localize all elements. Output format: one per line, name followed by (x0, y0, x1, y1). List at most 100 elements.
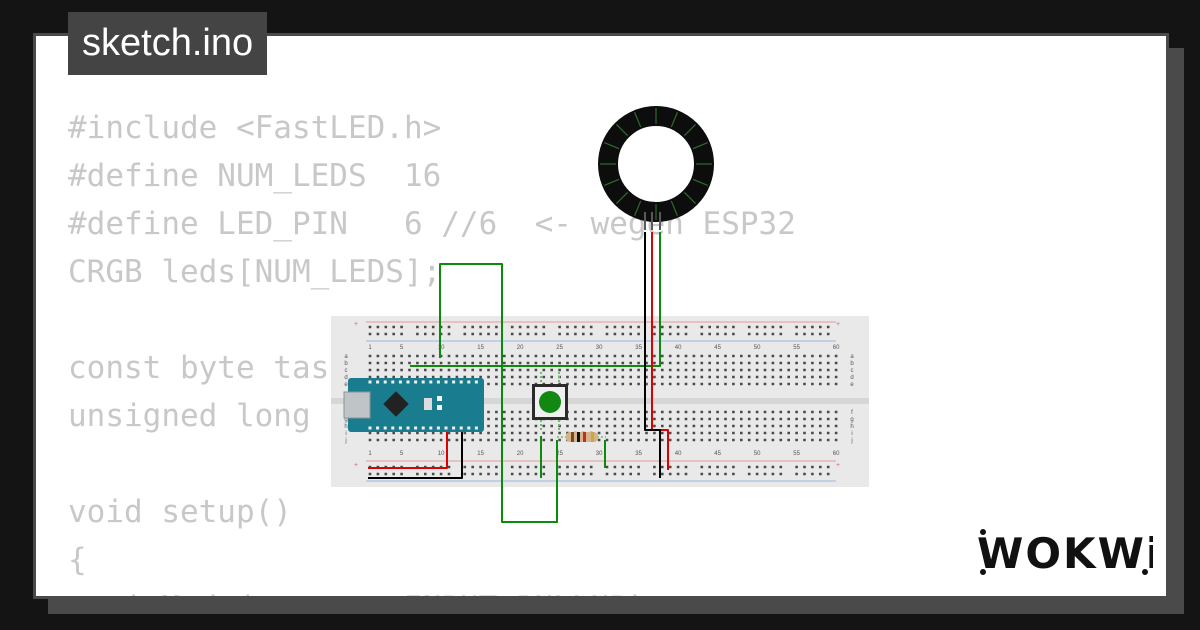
wire-black-gnd-ring[interactable] (644, 232, 661, 478)
breadboard-column-label: 15 (477, 451, 484, 457)
microcontroller-chip (383, 391, 409, 417)
breadboard-row-label: j (344, 438, 346, 444)
breadboard-column-label: 35 (635, 451, 642, 457)
breadboard-row-label: a (850, 354, 854, 360)
code-line: unsigned long (68, 398, 311, 434)
ring-led-divider (634, 112, 642, 128)
wokwi-logo[interactable]: WOKWi (975, 522, 1153, 582)
code-line: CRGB leds[NUM_LEDS]; (68, 254, 442, 290)
breadboard-row-label: i (851, 431, 852, 437)
rail-plus-label-bottom-right: + (836, 462, 840, 469)
breadboard-column-label: 15 (477, 345, 484, 351)
wokwi-logo-text: WOKWi (977, 529, 1153, 578)
rail-plus-label: + (354, 321, 358, 328)
breadboard-column-label: 30 (596, 345, 603, 351)
ring-led-divider (634, 200, 642, 216)
breadboard-column-label: 1 (368, 451, 372, 457)
rail-plus-label-bottom: + (354, 462, 358, 469)
breadboard-row-label: g (344, 417, 347, 423)
breadboard-center-channel (331, 398, 869, 404)
ring-led-divider (683, 191, 697, 205)
ring-led-divider (692, 178, 708, 186)
breadboard-column-label: 20 (517, 451, 524, 457)
breadboard-row-label: a (344, 354, 348, 360)
wire-green-data[interactable] (410, 232, 661, 367)
ring-led-divider (615, 191, 629, 205)
logo-dot-1 (980, 529, 986, 535)
wires (368, 232, 669, 523)
code-line: { (68, 542, 87, 578)
breadboard-column-label: 20 (517, 345, 524, 351)
breadboard-row-label: e (850, 382, 854, 388)
breadboard-row-label: c (851, 368, 854, 374)
reset-button[interactable] (424, 398, 432, 410)
breadboard-column-label: 55 (793, 451, 800, 457)
breadboard-row-label: h (850, 424, 853, 430)
breadboard-row-label: d (850, 375, 853, 381)
breadboard-column-label: 25 (556, 451, 563, 457)
ring-led-divider (615, 123, 629, 137)
breadboard-column-label: 50 (754, 451, 761, 457)
breadboard-row-label: e (344, 382, 348, 388)
led-ring-pixels (600, 108, 712, 220)
onboard-led-2 (437, 405, 442, 410)
arduino-nano[interactable] (343, 378, 484, 432)
wire-black-gnd[interactable] (368, 430, 463, 479)
breadboard-column-label: 60 (833, 451, 840, 457)
wire-green-button[interactable] (439, 263, 558, 523)
breadboard-row-label: h (344, 424, 347, 430)
breadboard-row-label: c (345, 368, 348, 374)
breadboard-column-label: 50 (754, 345, 761, 351)
breadboard-row-labels: aabbccddeeffgghhiijj (344, 354, 854, 444)
breadboard-column-label: 45 (714, 345, 721, 351)
logo-dot-3 (1142, 569, 1148, 575)
ring-led-divider (670, 112, 678, 128)
breadboard-column-label: 40 (675, 451, 682, 457)
breadboard-column-label: 40 (675, 345, 682, 351)
breadboard-column-label: 30 (596, 451, 603, 457)
logo-dot-2 (980, 569, 986, 575)
breadboard-column-label: 60 (833, 345, 840, 351)
code-line: #include <FastLED.h> (68, 110, 442, 146)
wire-red-5v[interactable] (368, 430, 448, 469)
breadboard-column-label: 10 (438, 451, 445, 457)
resistor-band-1 (571, 432, 574, 442)
breadboard-row-label: d (344, 375, 347, 381)
neopixel-ring[interactable] (598, 106, 714, 230)
push-button[interactable] (532, 372, 568, 432)
ring-led-divider (604, 142, 620, 150)
ring-led-divider (604, 178, 620, 186)
code-line: #define NUM_LEDS 16 (68, 158, 442, 194)
breadboard-column-label: 1 (368, 345, 372, 351)
code-line: void setup() (68, 494, 292, 530)
resistor-band-2 (577, 432, 580, 442)
breadboard-column-label: 5 (400, 451, 404, 457)
usb-connector (343, 391, 371, 419)
breadboard-column-labels: 1155101015152020252530303535404045455050… (368, 345, 840, 457)
code-listing: #include <FastLED.h>#define NUM_LEDS 16#… (68, 104, 796, 596)
onboard-led (437, 396, 442, 401)
code-line: pinMode(taster, INPUT_PULLUP); (68, 584, 796, 596)
breadboard-column-label: 5 (400, 345, 404, 351)
rail-plus-label-right: + (836, 321, 840, 328)
breadboard-row-label: f (851, 410, 853, 416)
resistor[interactable] (557, 432, 606, 442)
breadboard-row-label: j (850, 438, 852, 444)
breadboard-column-label: 55 (793, 345, 800, 351)
arduino-board[interactable] (348, 378, 484, 432)
breadboard-column-label: 25 (556, 345, 563, 351)
breadboard-column-label: 35 (635, 345, 642, 351)
breadboard-column-label: 10 (438, 345, 445, 351)
ring-led-divider (692, 142, 708, 150)
ring-led-divider (683, 123, 697, 137)
push-button-cap[interactable] (539, 391, 561, 413)
breadboard-row-label: b (850, 361, 854, 367)
breadboard-row-label: g (850, 417, 853, 423)
filename-tab[interactable]: sketch.ino (68, 12, 268, 75)
ring-led-divider (670, 200, 678, 216)
resistor-band-3 (583, 432, 586, 442)
breadboard-column-label: 45 (714, 451, 721, 457)
breadboard-row-label: i (345, 431, 346, 437)
